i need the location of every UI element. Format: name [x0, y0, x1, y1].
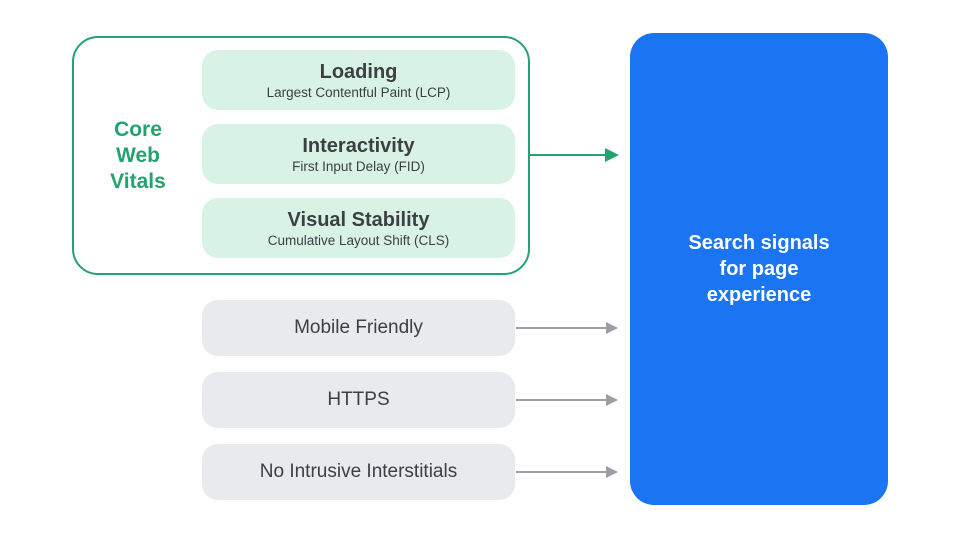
search-signals-label: Search signals for page experience [688, 232, 830, 306]
core-web-vitals-label: Core Web Vitals [110, 117, 166, 193]
signal-box-https: HTTPS [202, 372, 515, 428]
search-signals-panel: Search signals for page experience [630, 33, 888, 505]
vital-box-visual-stability: Visual Stability Cumulative Layout Shift… [202, 198, 515, 258]
https-arrow [516, 392, 618, 408]
vital-title-loading: Loading [319, 60, 398, 83]
vital-subtitle-cls: Cumulative Layout Shift (CLS) [267, 232, 450, 248]
arrow-head-icon [606, 322, 618, 334]
no-intrusive-interstitials-arrow [516, 464, 618, 480]
signal-box-no-intrusive-interstitials: No Intrusive Interstitials [202, 444, 515, 500]
arrow-head-icon [606, 394, 618, 406]
arrow-line [516, 327, 606, 329]
vital-box-loading: Loading Largest Contentful Paint (LCP) [202, 50, 515, 110]
arrow-head-icon [606, 466, 618, 478]
vital-subtitle-fid: First Input Delay (FID) [292, 158, 425, 174]
signal-box-mobile-friendly: Mobile Friendly [202, 300, 515, 356]
arrow-line [516, 399, 606, 401]
mobile-friendly-arrow [516, 320, 618, 336]
vital-box-interactivity: Interactivity First Input Delay (FID) [202, 124, 515, 184]
vital-subtitle-lcp: Largest Contentful Paint (LCP) [266, 84, 451, 100]
arrow-line [516, 471, 606, 473]
vital-title-interactivity: Interactivity [302, 134, 415, 157]
vital-title-visual-stability: Visual Stability [287, 208, 430, 231]
arrow-head-icon [605, 148, 619, 162]
core-web-vitals-group: Core Web Vitals Loading Largest Contentf… [72, 36, 530, 275]
core-web-vitals-arrow [530, 147, 619, 163]
arrow-line [530, 154, 605, 156]
